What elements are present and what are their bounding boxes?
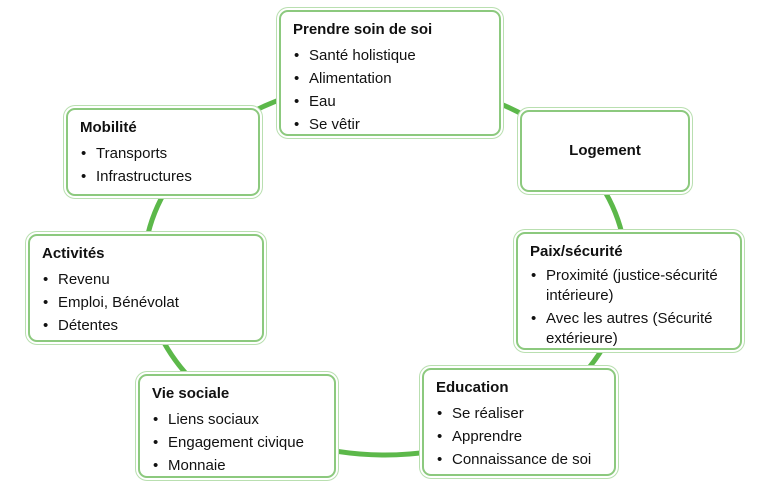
- box-education: Education Se réaliser Apprendre Connaiss…: [422, 368, 616, 476]
- box-list-education: Se réaliser Apprendre Connaissance de so…: [436, 402, 604, 471]
- box-title-paix-securite: Paix/sécurité: [530, 243, 623, 260]
- list-item: Se vêtir: [293, 113, 489, 136]
- box-list-activites: Revenu Emploi, Bénévolat Détentes: [42, 268, 252, 337]
- list-item: Proximité (justice-sécurité intérieure): [530, 266, 730, 306]
- box-title-prendre-soin-de-soi: Prendre soin de soi: [293, 21, 433, 38]
- box-activites: Activités Revenu Emploi, Bénévolat Déten…: [28, 234, 264, 342]
- list-item: Transports: [80, 142, 248, 165]
- list-item: Emploi, Bénévolat: [42, 291, 252, 314]
- box-paix-securite: Paix/sécurité Proximité (justice-sécurit…: [516, 232, 742, 350]
- list-item: Infrastructures: [80, 165, 248, 188]
- list-item: Liens sociaux: [152, 408, 324, 431]
- list-item: Alimentation: [293, 67, 489, 90]
- box-list-vie-sociale: Liens sociaux Engagement civique Monnaie: [152, 408, 324, 477]
- list-item: Détentes: [42, 314, 252, 337]
- box-mobilite: Mobilité Transports Infrastructures: [66, 108, 260, 196]
- box-title-logement: Logement: [569, 142, 641, 159]
- box-list-prendre-soin-de-soi: Santé holistique Alimentation Eau Se vêt…: [293, 44, 489, 136]
- list-item: Se réaliser: [436, 402, 604, 425]
- list-item: Monnaie: [152, 454, 324, 477]
- list-item: Revenu: [42, 268, 252, 291]
- box-logement: Logement: [520, 110, 690, 192]
- box-title-vie-sociale: Vie sociale: [152, 385, 230, 402]
- list-item: Apprendre: [436, 425, 604, 448]
- box-vie-sociale: Vie sociale Liens sociaux Engagement civ…: [138, 374, 336, 478]
- box-prendre-soin-de-soi: Prendre soin de soi Santé holistique Ali…: [279, 10, 501, 136]
- box-list-mobilite: Transports Infrastructures: [80, 142, 248, 188]
- box-list-paix-securite: Proximité (justice-sécurité intérieure) …: [530, 266, 730, 349]
- list-item: Santé holistique: [293, 44, 489, 67]
- list-item: Eau: [293, 90, 489, 113]
- box-title-education: Education: [436, 379, 509, 396]
- box-title-activites: Activités: [42, 245, 105, 262]
- box-title-mobilite: Mobilité: [80, 119, 137, 136]
- list-item: Avec les autres (Sécurité extérieure): [530, 309, 730, 349]
- list-item: Engagement civique: [152, 431, 324, 454]
- list-item: Connaissance de soi: [436, 448, 604, 471]
